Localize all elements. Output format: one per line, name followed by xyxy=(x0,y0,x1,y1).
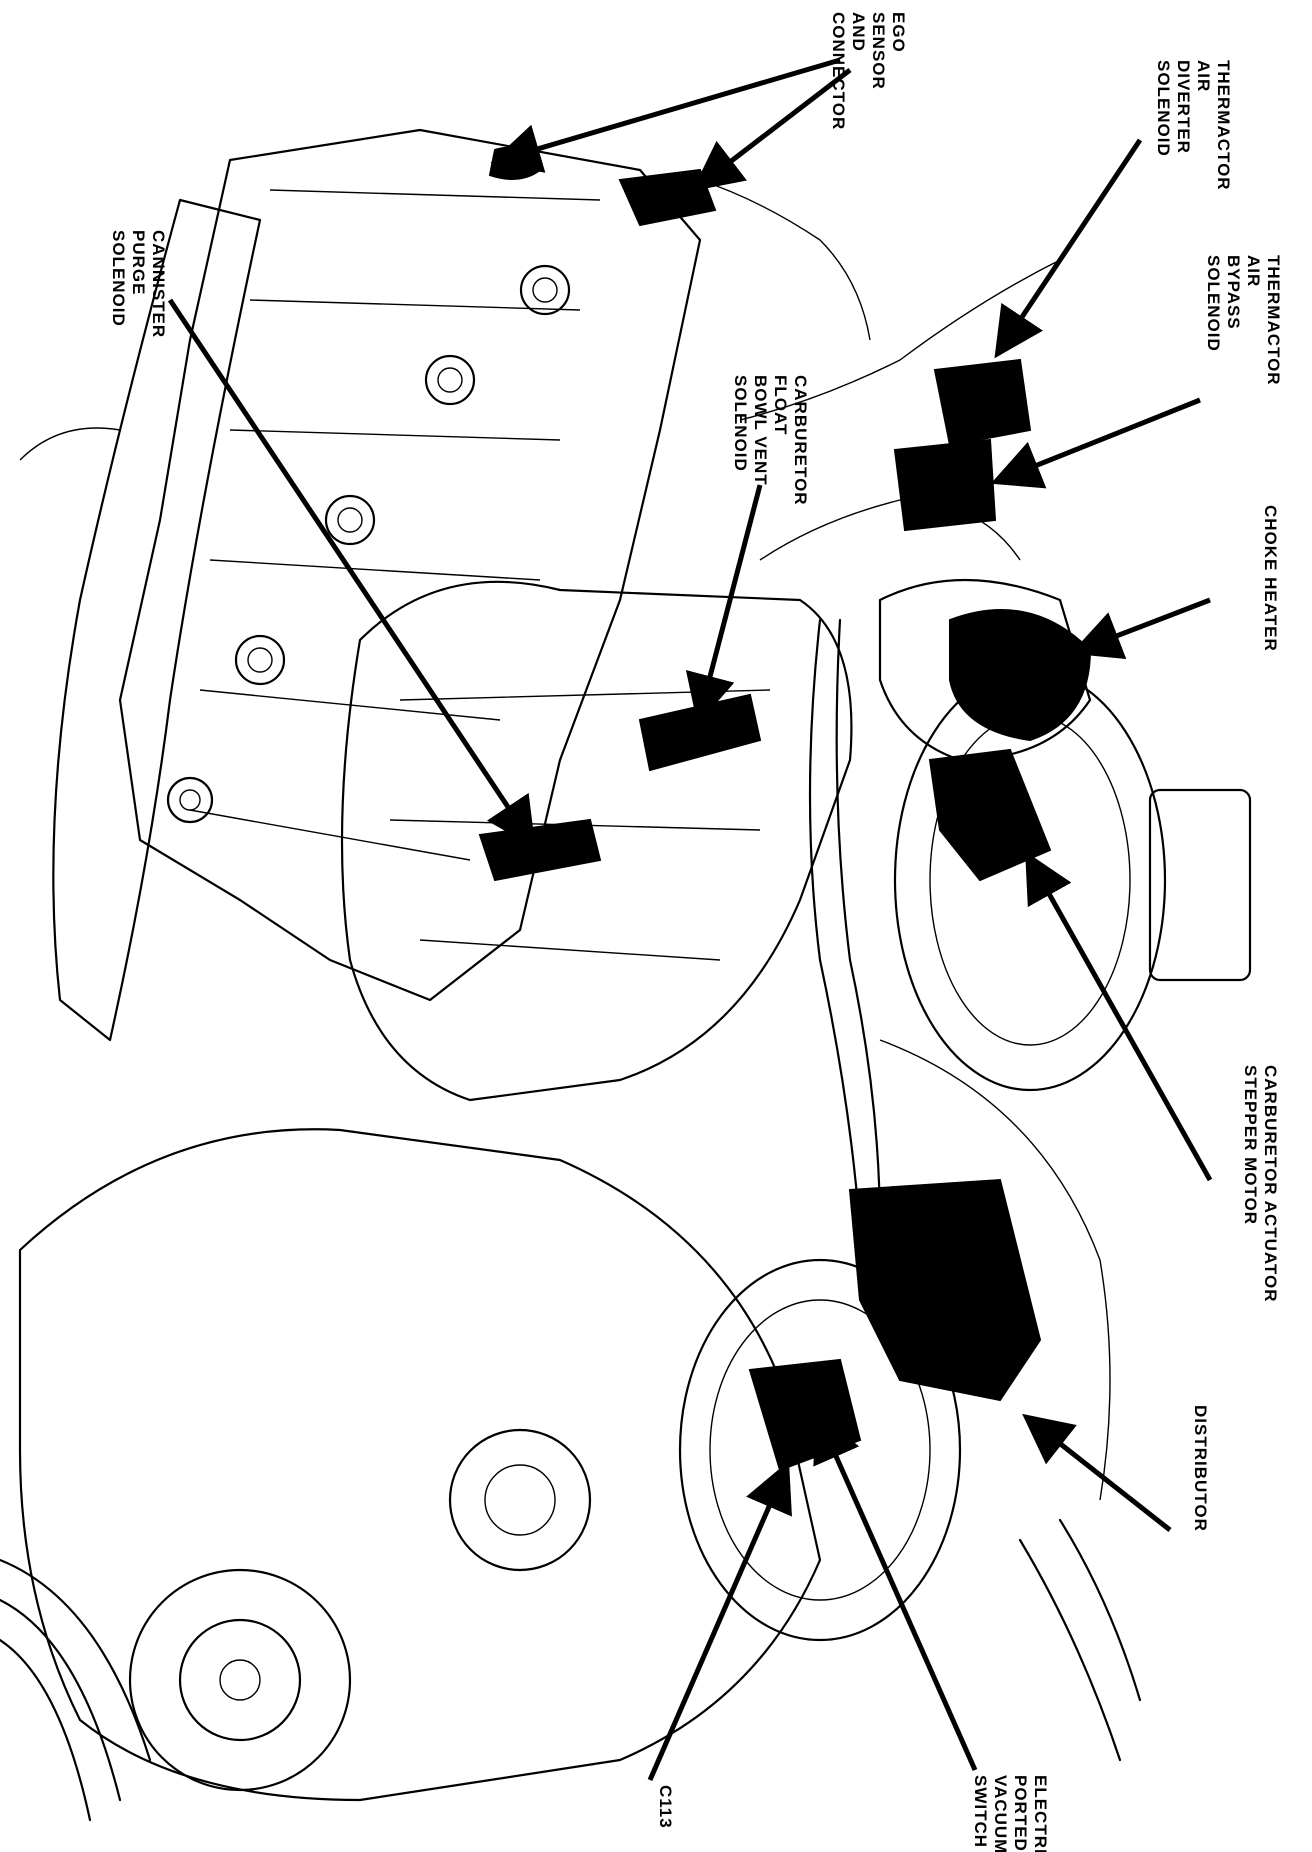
svg-text:DIVERTER: DIVERTER xyxy=(1174,60,1193,154)
svg-text:C113: C113 xyxy=(656,1785,675,1829)
svg-text:EGO: EGO xyxy=(889,12,908,53)
svg-text:CARBURETOR: CARBURETOR xyxy=(791,375,810,506)
svg-text:FLOAT: FLOAT xyxy=(771,375,790,435)
svg-text:CHOKE HEATER: CHOKE HEATER xyxy=(1261,505,1280,652)
stepper-motor-leader xyxy=(1025,851,1213,1182)
label-ego-sensor: EGO SENSOR AND CONNECTOR xyxy=(829,12,908,130)
svg-text:THERMACTOR: THERMACTOR xyxy=(1264,255,1283,386)
ego-connector-blob xyxy=(618,168,717,227)
svg-text:SOLENOID: SOLENOID xyxy=(1204,255,1223,352)
distributor-body xyxy=(678,1258,962,1642)
engine-line-art xyxy=(0,128,1252,1822)
svg-text:PORTED: PORTED xyxy=(1011,1775,1030,1852)
label-carburetor-actuator-stepper-motor: CARBURETOR ACTUATOR STEPPER MOTOR xyxy=(1241,1065,1280,1302)
label-thermactor-air-diverter-solenoid: THERMACTOR AIR DIVERTER SOLENOID xyxy=(1154,60,1233,191)
callout-labels: EGO SENSOR AND CONNECTOR THERMACTOR AIR … xyxy=(109,12,1283,1852)
ported-vacuum-switch-leader xyxy=(813,1410,978,1772)
thermactor-bypass-leader xyxy=(990,397,1201,489)
ego-leader-b xyxy=(692,68,852,192)
highlighted-components xyxy=(478,146,1092,1472)
thermactor-diverter-leader xyxy=(994,138,1143,359)
svg-text:THERMACTOR: THERMACTOR xyxy=(1214,60,1233,191)
label-choke-heater: CHOKE HEATER xyxy=(1261,505,1280,652)
svg-text:AND: AND xyxy=(849,12,868,52)
svg-text:VACUUM: VACUUM xyxy=(991,1775,1010,1852)
float-bowl-vent-leader xyxy=(685,484,763,725)
svg-text:PURGE: PURGE xyxy=(129,230,148,295)
label-c113: C113 xyxy=(656,1785,675,1829)
choke-heater-blob xyxy=(949,609,1092,742)
ported-vacuum-switch-blob xyxy=(748,1358,862,1472)
distributor-cap-blob xyxy=(848,1178,1042,1402)
svg-text:SENSOR: SENSOR xyxy=(869,12,888,90)
leader-lines xyxy=(167,57,1213,1781)
label-distributor: DISTRIBUTOR xyxy=(1191,1405,1210,1532)
thermactor-diverter-solenoid-blob xyxy=(933,358,1032,447)
svg-text:AIR: AIR xyxy=(1194,60,1213,92)
svg-text:DISTRIBUTOR: DISTRIBUTOR xyxy=(1191,1405,1210,1532)
svg-text:SWITCH: SWITCH xyxy=(971,1775,990,1848)
svg-text:ELECTRIC: ELECTRIC xyxy=(1031,1775,1050,1852)
svg-text:SOLENOID: SOLENOID xyxy=(1154,60,1173,157)
svg-text:SOLENOID: SOLENOID xyxy=(109,230,128,327)
stepper-motor-blob xyxy=(928,748,1052,882)
label-canister-purge-solenoid: CANNISTER PURGE SOLENOID xyxy=(109,230,168,338)
valve-cover-outline xyxy=(118,128,702,1002)
svg-text:CONNECTOR: CONNECTOR xyxy=(829,12,848,130)
timing-cover xyxy=(18,1128,822,1802)
ego-leader-a xyxy=(490,57,841,173)
intake-plenum xyxy=(340,580,853,1102)
distributor-leader xyxy=(1022,1413,1172,1532)
label-thermactor-air-bypass-solenoid: THERMACTOR AIR BYPASS SOLENOID xyxy=(1204,255,1283,386)
head-bolts xyxy=(166,264,571,824)
label-electric-ported-vacuum-switch: ELECTRIC PORTED VACUUM SWITCH xyxy=(971,1775,1050,1852)
svg-text:SOLENOID: SOLENOID xyxy=(731,375,750,472)
svg-text:AIR: AIR xyxy=(1244,255,1263,287)
canister-purge-solenoid-blob xyxy=(478,818,602,882)
wiring-harness xyxy=(808,618,882,1232)
choke-heater-leader xyxy=(1070,597,1211,659)
svg-text:BOWL VENT: BOWL VENT xyxy=(751,375,770,486)
svg-text:CARBURETOR ACTUATOR: CARBURETOR ACTUATOR xyxy=(1261,1065,1280,1302)
svg-text:STEPPER MOTOR: STEPPER MOTOR xyxy=(1241,1065,1260,1225)
svg-text:CANNISTER: CANNISTER xyxy=(149,230,168,338)
canister-purge-leader xyxy=(167,298,536,849)
c113-leader xyxy=(647,1460,792,1781)
svg-text:BYPASS: BYPASS xyxy=(1224,255,1243,330)
label-carburetor-float-bowl-vent-solenoid: CARBURETOR FLOAT BOWL VENT SOLENOID xyxy=(731,375,810,506)
thermactor-bypass-solenoid-blob xyxy=(893,438,997,532)
